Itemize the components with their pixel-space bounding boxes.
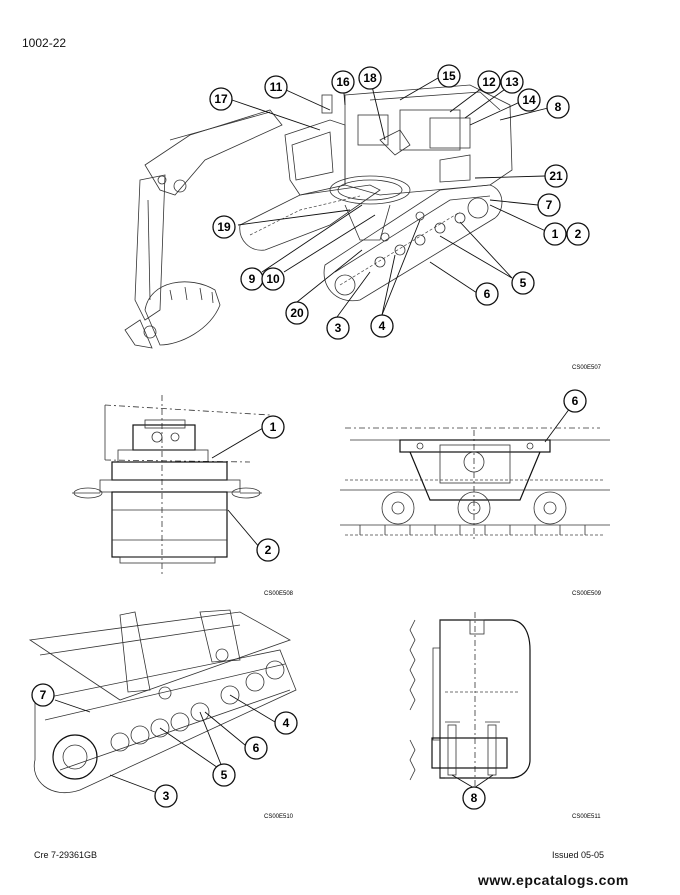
callout-roller-6: 6	[563, 389, 587, 413]
main-leaders	[231, 77, 551, 318]
callout-3: 3	[326, 316, 350, 340]
callout-9: 9	[240, 267, 264, 291]
footer-issue-date: Issued 05-05	[552, 850, 605, 860]
svg-text:9: 9	[249, 272, 256, 286]
svg-text:3: 3	[335, 321, 342, 335]
svg-text:1: 1	[270, 420, 277, 434]
svg-text:1: 1	[552, 227, 559, 241]
callout-6: 6	[475, 282, 499, 306]
callout-14: 14	[517, 88, 541, 112]
watermark-url: www.epcatalogs.com	[478, 872, 629, 888]
callout-track-7: 7	[31, 683, 55, 707]
svg-text:19: 19	[217, 220, 231, 234]
svg-text:21: 21	[549, 169, 563, 183]
svg-text:7: 7	[546, 198, 553, 212]
svg-text:2: 2	[575, 227, 582, 241]
figure-code-drive: CS00E508	[264, 591, 294, 597]
callout-track-4: 4	[274, 711, 298, 735]
track-closeup-drawing	[28, 609, 297, 793]
callout-11: 11	[264, 75, 288, 99]
callout-18: 18	[358, 66, 382, 90]
drive-callouts: 1 2	[256, 415, 285, 562]
callout-2: 2	[566, 222, 590, 246]
svg-text:13: 13	[505, 75, 519, 89]
callout-frame-8: 8	[462, 786, 486, 810]
svg-text:5: 5	[221, 768, 228, 782]
drive-motor-drawing	[72, 395, 271, 575]
callout-5: 5	[511, 271, 535, 295]
callout-13: 13	[500, 70, 524, 94]
callout-7: 7	[537, 193, 561, 217]
svg-text:14: 14	[522, 93, 536, 107]
callout-track-3: 3	[154, 784, 178, 808]
callout-8: 8	[546, 95, 570, 119]
callout-track-5: 5	[212, 763, 236, 787]
frame-callouts: 8	[462, 786, 486, 810]
callout-17: 17	[209, 87, 233, 111]
callout-10: 10	[261, 267, 285, 291]
main-callouts: 17 11 16 18 15 12 13 14 8 21 7 1 2 19 9 …	[209, 64, 590, 340]
callout-12: 12	[477, 70, 501, 94]
svg-text:5: 5	[520, 276, 527, 290]
track-callouts: 7 4 6 5 3	[31, 683, 298, 808]
svg-text:16: 16	[336, 75, 350, 89]
svg-text:12: 12	[482, 75, 496, 89]
callout-21: 21	[544, 164, 568, 188]
svg-text:18: 18	[363, 71, 377, 85]
callout-track-6: 6	[244, 736, 268, 760]
page-number: 1002-22	[22, 36, 67, 50]
callout-20: 20	[285, 301, 309, 325]
svg-text:6: 6	[484, 287, 491, 301]
callout-drive-1: 1	[261, 415, 285, 439]
callout-drive-2: 2	[256, 538, 280, 562]
callout-19: 19	[212, 215, 236, 239]
svg-text:10: 10	[266, 272, 280, 286]
callout-4: 4	[370, 314, 394, 338]
figure-code-roller: CS00E509	[572, 591, 602, 597]
excavator-drawing	[124, 84, 513, 349]
svg-text:20: 20	[290, 306, 304, 320]
roller-callouts: 6	[563, 389, 587, 413]
svg-text:2: 2	[265, 543, 272, 557]
callout-15: 15	[437, 64, 461, 88]
callout-1: 1	[543, 222, 567, 246]
callout-16: 16	[331, 70, 355, 94]
svg-text:3: 3	[163, 789, 170, 803]
svg-text:11: 11	[270, 80, 283, 94]
svg-text:4: 4	[379, 319, 386, 333]
figure-code-main: CS00E507	[572, 365, 602, 371]
svg-text:4: 4	[283, 716, 290, 730]
svg-text:8: 8	[555, 100, 562, 114]
footer-document-code: Cre 7-29361GB	[34, 850, 98, 860]
svg-text:15: 15	[442, 69, 456, 83]
svg-text:17: 17	[214, 92, 228, 106]
track-roller-drawing	[340, 407, 610, 540]
frame-section-drawing	[409, 612, 531, 790]
figure-code-track: CS00E510	[264, 814, 294, 820]
figure-code-frame: CS00E511	[572, 814, 601, 820]
svg-text:8: 8	[471, 791, 478, 805]
svg-text:6: 6	[253, 741, 260, 755]
svg-text:7: 7	[40, 688, 47, 702]
svg-text:6: 6	[572, 394, 579, 408]
